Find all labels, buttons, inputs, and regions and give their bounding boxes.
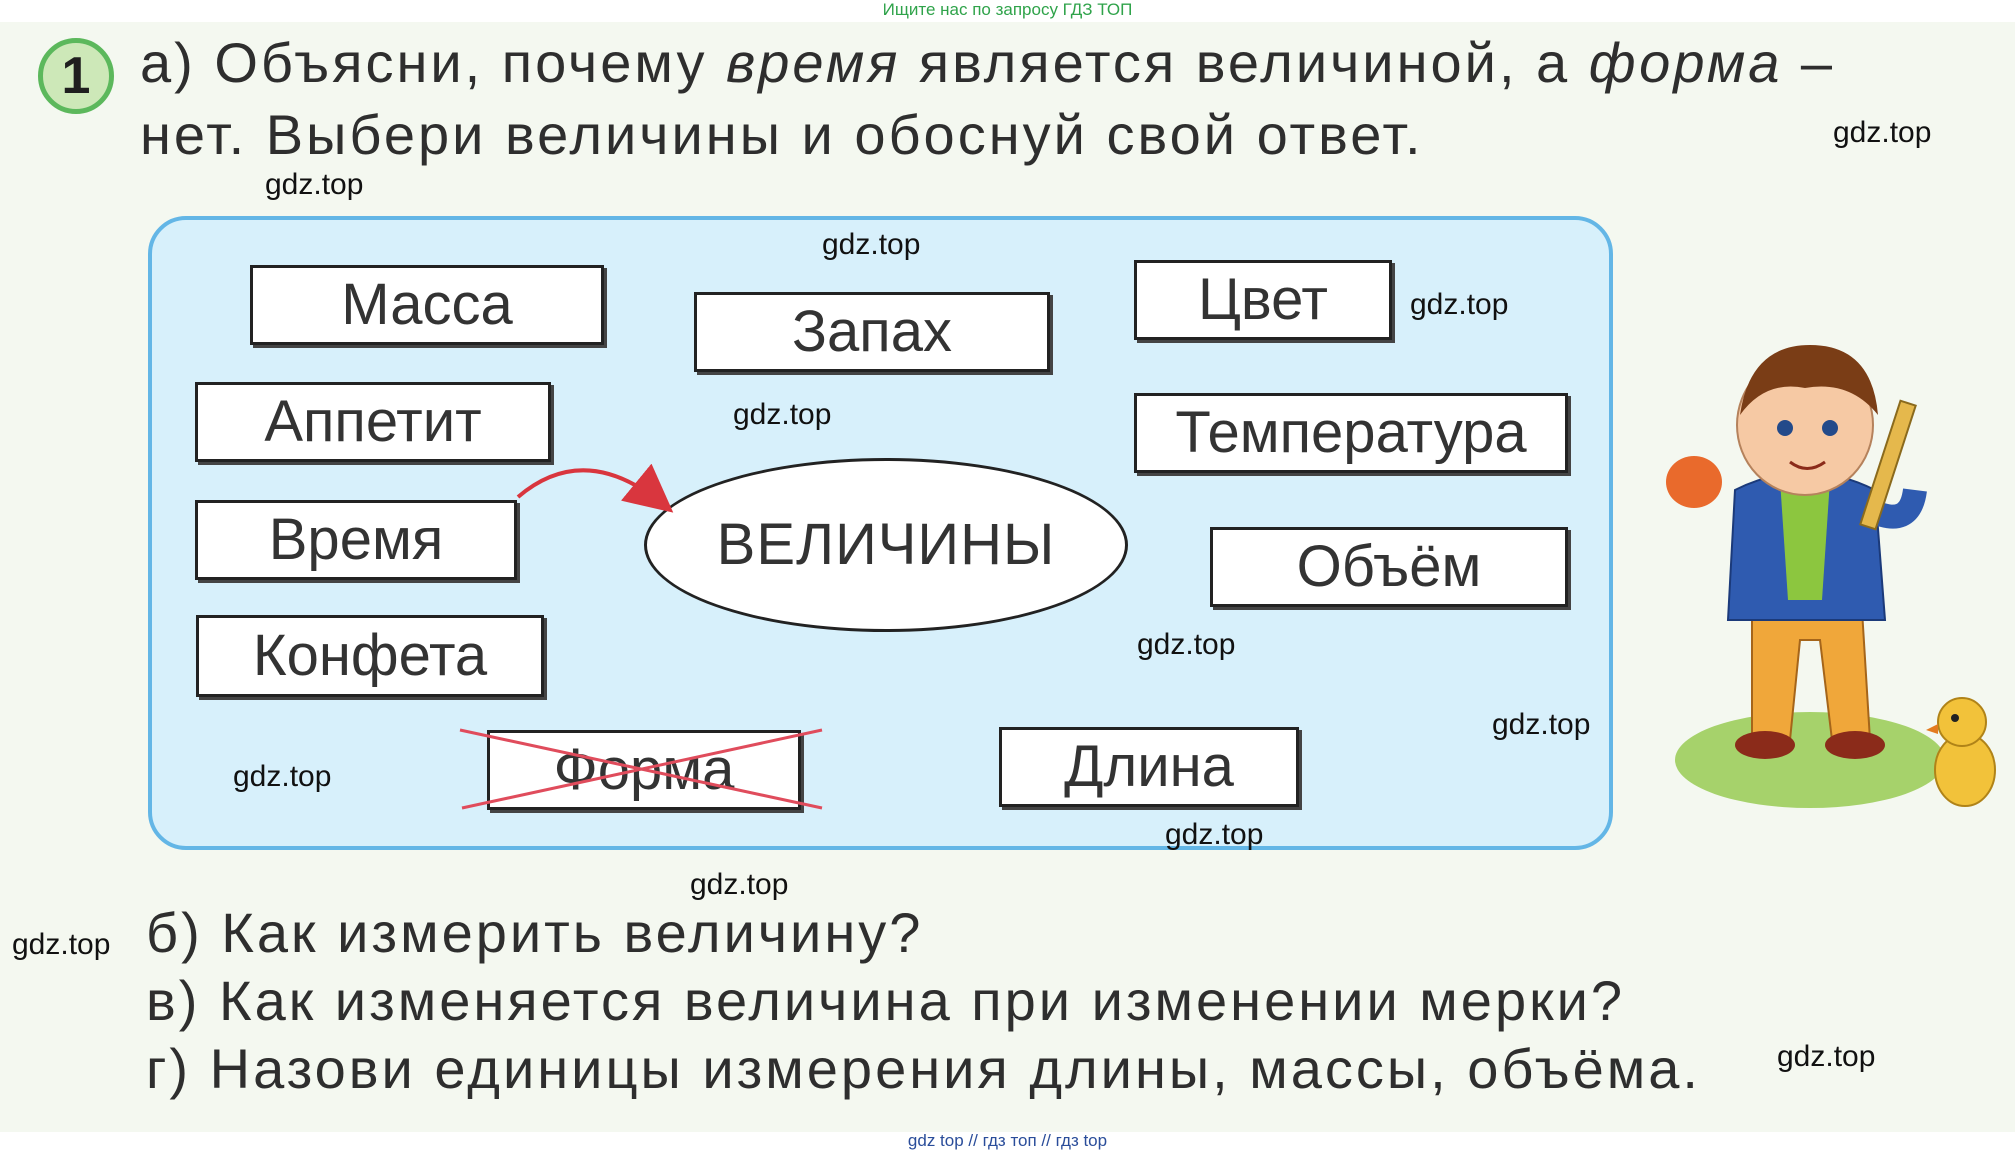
question-v: в) Как изменяется величина при изменении… — [146, 969, 1626, 1032]
strike-line-2 — [461, 728, 823, 810]
top-banner[interactable]: Ищите нас по запросу ГДЗ ТОП — [882, 0, 1133, 19]
word-card-temperatura: Температура — [1134, 393, 1568, 473]
watermark: gdz.top — [1410, 288, 1509, 321]
question-b: б) Как измерить величину? — [146, 901, 924, 964]
word-card-appetit: Аппетит — [195, 382, 551, 462]
watermark: gdz.top — [822, 228, 921, 261]
watermark: gdz.top — [1492, 708, 1591, 741]
question-g: г) Назови единицы измерения длины, массы… — [146, 1037, 1701, 1100]
word-card-zapah: Запах — [694, 292, 1050, 372]
heading-line-1: а) Объясни, почему время является величи… — [140, 30, 1835, 95]
bottom-banner[interactable]: gdz top // гдз топ // гдз top — [907, 1131, 1108, 1150]
watermark: gdz.top — [12, 928, 111, 961]
word-card-konfeta: Конфета — [196, 615, 544, 697]
heading-text-b: является величиной, а — [900, 31, 1589, 94]
word-card-dlina: Длина — [999, 727, 1299, 807]
heading-word-form: форма — [1588, 31, 1783, 94]
word-card-massa: Масса — [250, 265, 604, 345]
chick-illustration — [1926, 697, 1996, 807]
word-card-vremya: Время — [195, 500, 517, 580]
heading-text-c: – — [1782, 31, 1836, 94]
watermark: gdz.top — [733, 398, 832, 431]
watermark: gdz.top — [1833, 116, 1932, 149]
watermark: gdz.top — [265, 168, 364, 201]
word-card-obem: Объём — [1210, 527, 1568, 607]
watermark: gdz.top — [1165, 818, 1264, 851]
heading-text-a: а) Объясни, почему — [140, 31, 727, 94]
boy-illustration — [1666, 345, 1945, 808]
task-number-badge: 1 — [38, 38, 114, 114]
watermark: gdz.top — [1777, 1040, 1876, 1073]
watermark: gdz.top — [690, 868, 789, 901]
watermark: gdz.top — [233, 760, 332, 793]
watermark: gdz.top — [1137, 628, 1236, 661]
center-ellipse-velichiny: ВЕЛИЧИНЫ — [644, 458, 1128, 632]
heading-line-2: нет. Выбери величины и обоснуй свой отве… — [140, 103, 1424, 166]
heading-word-time: время — [726, 31, 901, 94]
red-arrow — [516, 463, 674, 513]
word-card-cvet: Цвет — [1134, 260, 1392, 340]
